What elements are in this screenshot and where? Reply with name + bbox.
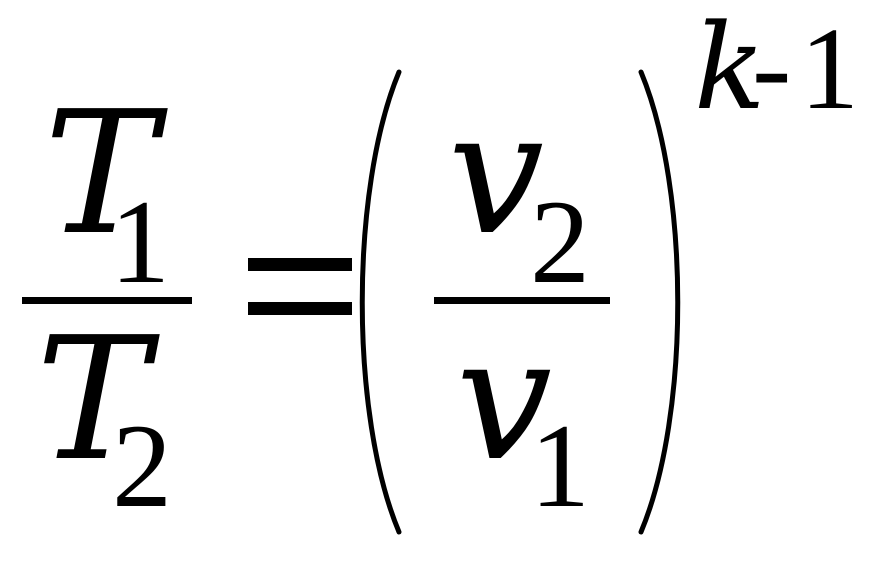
lhs-denominator-symbol: T (36, 301, 160, 499)
right-parenthesis (638, 69, 681, 535)
equals-bar-top (248, 258, 352, 271)
equals-bar-bottom (248, 302, 352, 315)
lhs-numerator-subscript: 1 (110, 175, 170, 308)
lhs-denominator-subscript: 2 (112, 399, 172, 532)
lhs-numerator: T 1 (44, 75, 170, 308)
lhs-numerator-symbol: T (44, 75, 168, 273)
equals-sign (248, 258, 352, 315)
lhs-fraction-bar (22, 297, 192, 304)
exponent: k - 1 (694, 0, 859, 136)
rhs-denominator-symbol: v (456, 301, 552, 499)
exponent-base: k (694, 0, 766, 136)
exponent-operator: - (752, 1, 791, 132)
left-parenthesis (359, 69, 402, 535)
exponent-value: 1 (800, 3, 859, 134)
rhs-numerator: v 2 (448, 75, 590, 308)
rhs-denominator-subscript: 1 (530, 399, 590, 532)
lhs-denominator: T 2 (36, 301, 172, 532)
rhs-numerator-subscript: 2 (530, 175, 590, 308)
rhs-fraction-bar (434, 297, 610, 304)
rhs-numerator-symbol: v (448, 75, 544, 273)
rhs-denominator: v 1 (456, 301, 590, 532)
